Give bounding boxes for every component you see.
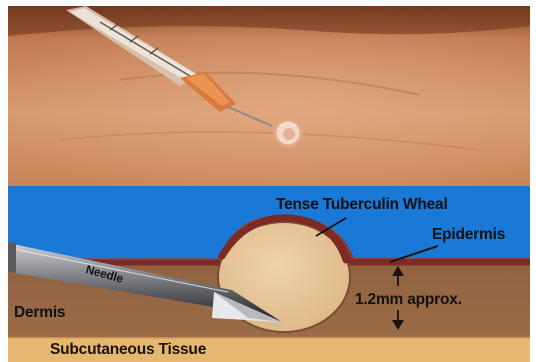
subcutaneous-label: Subcutaneous Tissue [50, 341, 206, 359]
depth-label: 1.2mm approx. [355, 291, 462, 309]
photo-panel [8, 6, 530, 186]
dermis-label: Dermis [14, 304, 65, 322]
wheal-label: Tense Tuberculin Wheal [276, 196, 448, 214]
injection-bleb-photo [275, 120, 301, 146]
epidermis-label: Epidermis [432, 226, 505, 244]
